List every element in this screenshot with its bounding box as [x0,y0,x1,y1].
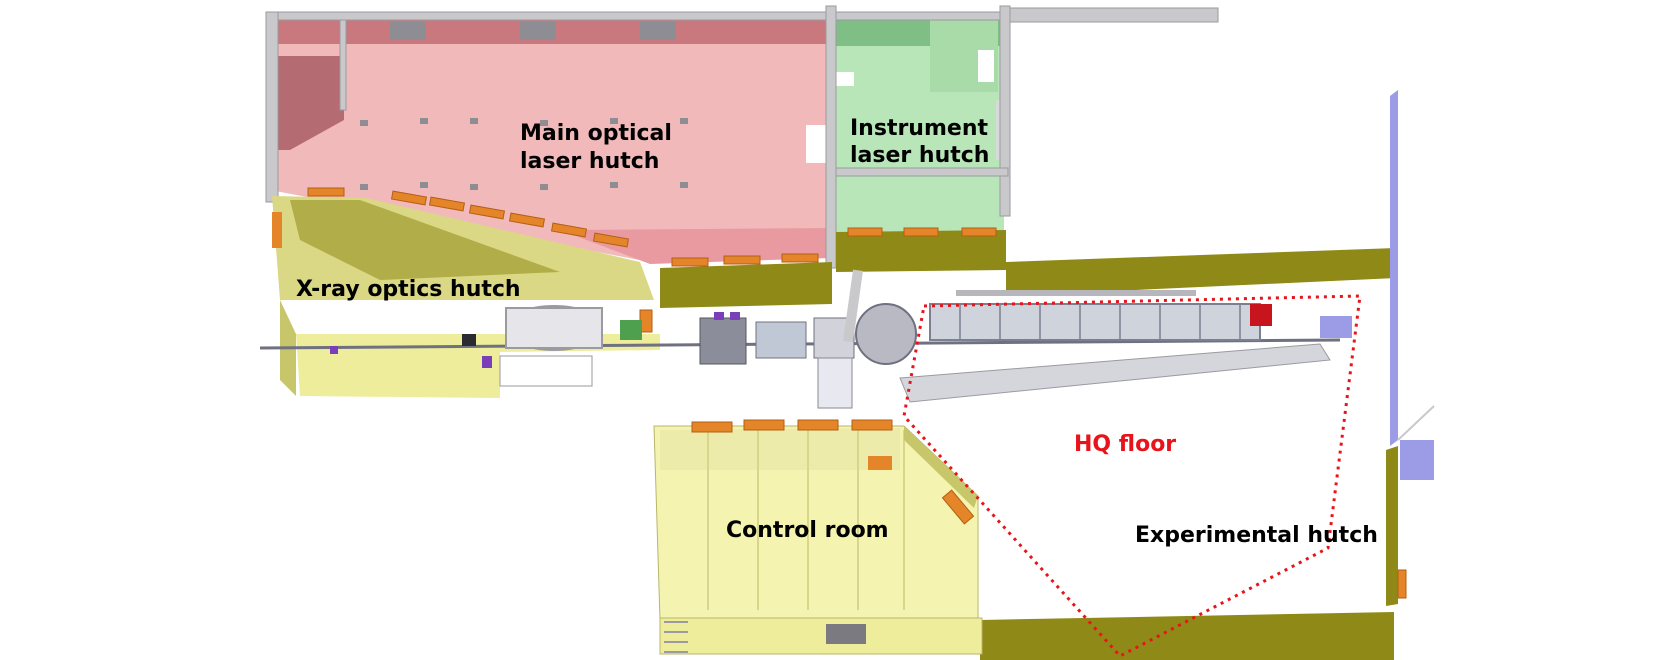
experimental-hutch-label: Experimental hutch [1135,523,1378,548]
instrument-laser-hutch [834,18,1006,236]
hq-floor-outline [902,294,1362,658]
control-room [653,425,983,655]
xray-optics-label: X-ray optics hutch [296,277,521,302]
main-optical-label-line1: Main optical [520,121,672,146]
outer-walls [265,5,1219,269]
olive-walls [660,230,1398,660]
control-room-label: Control room [726,518,889,543]
hq-floor-label: HQ floor [1074,432,1176,457]
beamline [259,269,1352,409]
right-wall [1390,90,1435,480]
main-optical-label-line2: laser hutch [520,149,659,174]
orange-panels [307,187,1407,599]
instrument-label-line1: Instrument [850,116,988,141]
xray-optics-hutch [272,196,660,398]
instrument-label-line2: laser hutch [850,143,989,168]
